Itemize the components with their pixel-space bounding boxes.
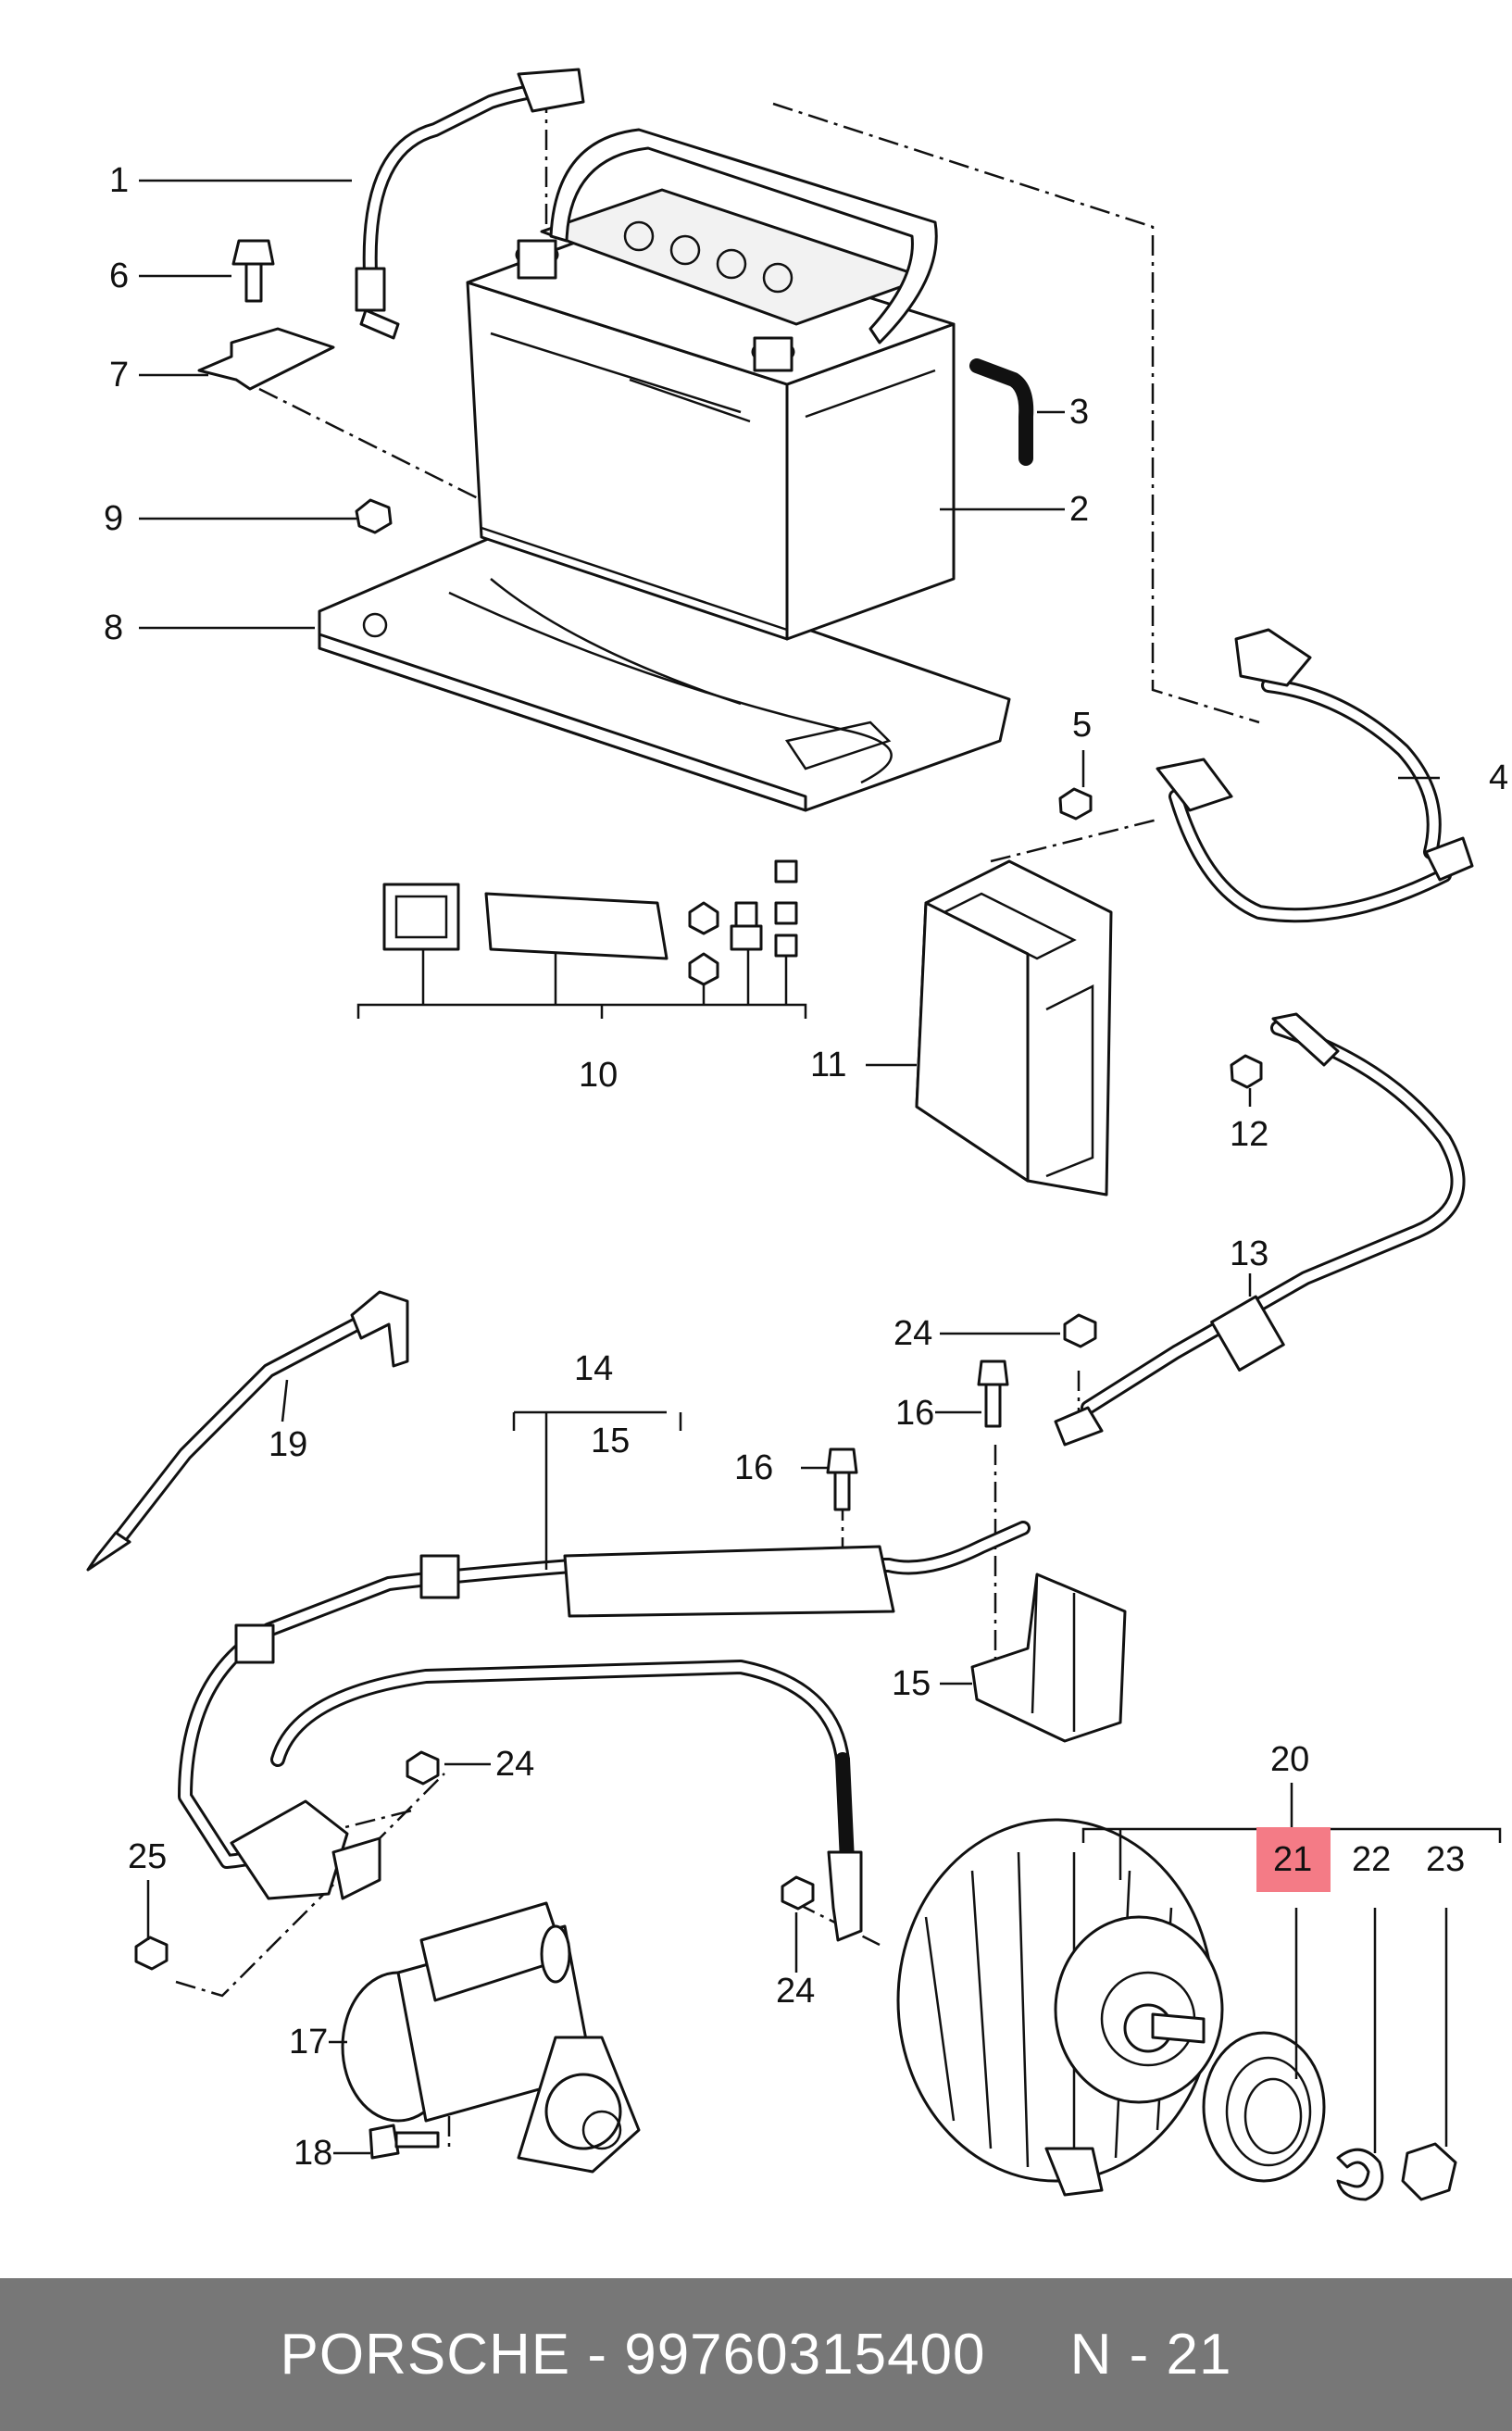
callout-5: 5: [1072, 706, 1092, 745]
hold-down-clamp: [197, 327, 335, 391]
bolt-6: [231, 239, 275, 303]
battery-tray: [318, 526, 1011, 812]
callout-24-top: 24: [893, 1314, 932, 1353]
bolt-18: [369, 2124, 440, 2160]
callout-6: 6: [109, 257, 129, 295]
vent-elbow: [969, 358, 1034, 466]
callout-1: 1: [109, 161, 129, 200]
callout-12: 12: [1230, 1115, 1268, 1154]
nut-5: [1058, 787, 1093, 821]
highlight-box: [1256, 1827, 1331, 1892]
strap-cable: [86, 1290, 409, 1572]
callout-16-upper: 16: [895, 1394, 934, 1433]
callout-21: 21: [1273, 1840, 1312, 1879]
alternator: [896, 1818, 1224, 2197]
callout-18: 18: [294, 2134, 332, 2173]
callout-4: 4: [1489, 758, 1508, 797]
callout-3: 3: [1069, 393, 1089, 432]
hardware-kit: [356, 859, 807, 1019]
part-number-caption: PORSCHE - 99760315400 N - 21: [280, 2323, 1232, 2387]
callout-7: 7: [109, 356, 129, 395]
footer-bar: PORSCHE - 99760315400 N - 21: [0, 2278, 1512, 2431]
callout-22: 22: [1352, 1840, 1391, 1879]
main-cable: [1054, 1012, 1466, 1447]
callout-15-bracket: 15: [892, 1664, 931, 1703]
callout-24-starter: 24: [495, 1745, 534, 1784]
callout-24-alt: 24: [776, 1972, 815, 2011]
snap-ring: [1336, 2148, 1384, 2201]
nut-12: [1230, 1054, 1263, 1089]
parts-diagram: 1 2 3 4 5 6 7 8 9 10 11 12 13 14 15 15 1…: [86, 68, 1508, 2201]
callout-2: 2: [1069, 490, 1089, 529]
callout-16-lower: 16: [734, 1448, 773, 1487]
nut-24: [781, 1875, 815, 1911]
routing-line: [990, 818, 1158, 863]
routing-line: [175, 1773, 445, 1998]
nut-25: [134, 1936, 169, 1971]
callout-23: 23: [1426, 1840, 1465, 1879]
nut-9: [355, 498, 393, 534]
battery: [466, 128, 956, 641]
callout-9: 9: [104, 499, 123, 538]
positive-cable: [1156, 628, 1474, 923]
cable-bracket: [970, 1573, 1127, 1743]
callout-20: 20: [1270, 1740, 1309, 1779]
callout-8: 8: [104, 608, 123, 647]
routing-line: [258, 387, 482, 502]
callout-14: 14: [574, 1349, 613, 1388]
ground-cable: [355, 68, 585, 340]
pulley: [1202, 2031, 1326, 2183]
pulley-nut: [1401, 2142, 1457, 2201]
routing-line: [772, 102, 1260, 724]
callout-25: 25: [128, 1837, 167, 1876]
callout-19: 19: [269, 1425, 307, 1464]
starter-motor: [341, 1901, 641, 2174]
callout-15-harness: 15: [591, 1422, 630, 1460]
callout-11: 11: [810, 1046, 846, 1084]
wiring-harness: [178, 1521, 1031, 1942]
bolt-16: [977, 1360, 1009, 1428]
callout-10: 10: [579, 1056, 618, 1095]
bolt-16: [826, 1447, 858, 1511]
nut-24: [406, 1750, 440, 1786]
callout-17: 17: [289, 2023, 328, 2061]
callout-13: 13: [1230, 1234, 1268, 1273]
nut-24: [1063, 1313, 1097, 1348]
control-unit: [915, 859, 1113, 1197]
